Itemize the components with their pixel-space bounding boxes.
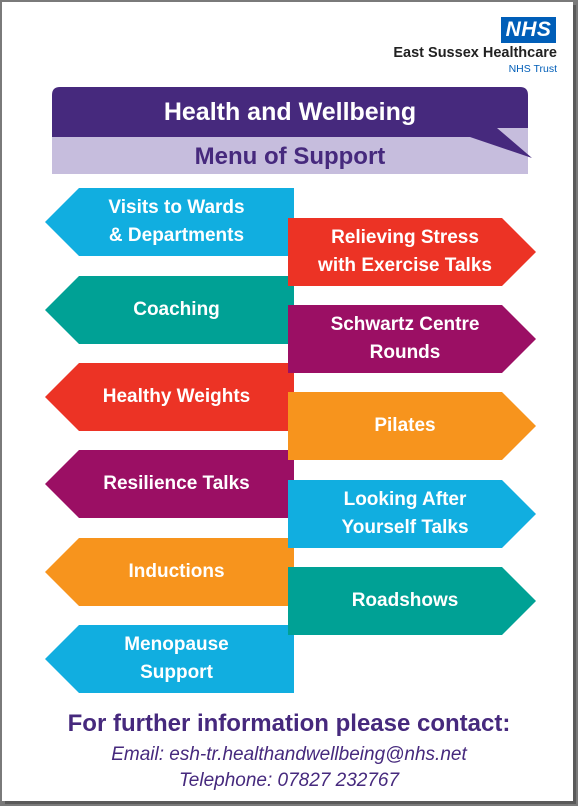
nhs-logo: NHS xyxy=(501,17,556,43)
organisation-name: East Sussex Healthcare xyxy=(393,45,557,61)
right-arrow-shape-roadshows xyxy=(288,567,536,635)
contact-email: Email: esh-tr.healthandwellbeing@nhs.net xyxy=(111,744,467,765)
left-arrow-shape-coaching xyxy=(45,276,294,344)
trust-name: NHS Trust xyxy=(508,63,557,75)
right-arrow-shape-pilates xyxy=(288,392,536,460)
left-arrow-label-resilience-talks: Resilience Talks xyxy=(103,473,250,494)
nhs-logo-text: NHS xyxy=(505,18,552,41)
left-arrow-shape-resilience-talks xyxy=(45,450,294,518)
right-arrow-shape-schwartz-centre-rounds xyxy=(288,305,536,373)
contact-heading: For further information please contact: xyxy=(67,710,511,737)
left-arrow-label-visits-to-wards-departments: Visits to Wards & Departments xyxy=(108,197,245,246)
left-arrow-shape-visits-to-wards-departments xyxy=(45,188,294,256)
right-arrow-label-pilates: Pilates xyxy=(374,415,436,436)
left-arrow-shape-menopause-support xyxy=(45,625,294,693)
right-arrow-shape-relieving-stress-with-exercise-talks xyxy=(288,218,536,286)
banner-speech-bubble xyxy=(52,87,532,158)
right-arrow-label-relieving-stress-with-exercise-talks: Relieving Stress with Exercise Talks xyxy=(318,227,492,276)
left-arrow-label-healthy-weights: Healthy Weights xyxy=(102,386,251,407)
left-arrow-label-menopause-support: Menopause Support xyxy=(124,634,229,683)
left-arrow-label-coaching: Coaching xyxy=(133,299,220,320)
right-arrow-label-roadshows: Roadshows xyxy=(351,590,459,611)
banner-subtitle: Menu of Support xyxy=(194,143,386,170)
contact-telephone: Telephone: 07827 232767 xyxy=(178,770,400,791)
right-arrow-label-schwartz-centre-rounds: Schwartz Centre Rounds xyxy=(330,314,480,363)
left-arrow-label-inductions: Inductions xyxy=(128,561,225,582)
left-arrow-shape-inductions xyxy=(45,538,294,606)
banner-title: Health and Wellbeing xyxy=(163,98,417,126)
right-arrow-shape-looking-after-yourself-talks xyxy=(288,480,536,548)
right-arrow-label-looking-after-yourself-talks: Looking After Yourself Talks xyxy=(341,489,469,538)
left-arrow-shape-healthy-weights xyxy=(45,363,294,431)
